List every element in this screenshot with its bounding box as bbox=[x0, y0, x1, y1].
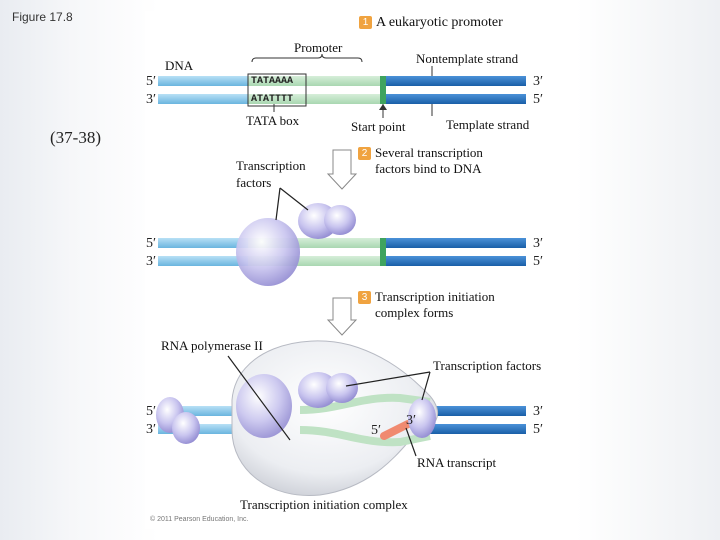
pol-leader bbox=[227, 355, 291, 441]
step-1-title: A eukaryotic promoter bbox=[376, 15, 503, 30]
step-2-badge: 2 bbox=[358, 147, 371, 160]
nontemplate-strand-label: Nontemplate strand bbox=[416, 51, 519, 66]
dna-panel-3 bbox=[156, 340, 526, 497]
initiation-complex-label: Transcription initiation complex bbox=[240, 497, 408, 512]
transcription-factors-label-2: Transcription factors bbox=[433, 358, 542, 373]
start-arrow-head bbox=[379, 104, 387, 110]
promoter-region-bottom bbox=[248, 94, 380, 104]
strand-end-3-bottom-3: 3′ bbox=[146, 422, 157, 437]
tata-sequence-bottom: ATATTTT bbox=[251, 94, 294, 105]
promoter-region-top bbox=[248, 76, 380, 86]
promoter-bracket bbox=[251, 53, 363, 63]
rna-3-prime: 3′ bbox=[406, 413, 417, 428]
dna-panel-2 bbox=[158, 187, 526, 286]
copyright: © 2011 Pearson Education, Inc. bbox=[150, 516, 249, 523]
rna-leader bbox=[405, 427, 417, 457]
rna-polymerase-label: RNA polymerase II bbox=[161, 338, 263, 353]
strand-end-3-bottom-2: 3′ bbox=[146, 254, 157, 269]
tata-box-label: TATA box bbox=[246, 113, 300, 128]
strand-end-5-top-3: 5′ bbox=[146, 404, 157, 419]
slide-reference-note: (37-38) bbox=[50, 128, 101, 147]
start-point-label: Start point bbox=[351, 119, 406, 134]
transcription-factor-tbp bbox=[236, 218, 300, 286]
strand-end-5-bottom-2: 5′ bbox=[533, 254, 544, 269]
bubble-top-strand bbox=[299, 393, 431, 414]
transcription-factors-label-line1: Transcription bbox=[236, 158, 306, 173]
strand-end-5-bottom: 5′ bbox=[533, 92, 544, 107]
bubble-bottom-strand bbox=[299, 426, 431, 447]
step-3-badge: 3 bbox=[358, 291, 371, 304]
rna-5-prime: 5′ bbox=[371, 423, 382, 438]
strand-end-5-bottom-3: 5′ bbox=[533, 422, 544, 437]
tata-box-frame bbox=[247, 73, 307, 107]
step-arrow-2 bbox=[326, 297, 358, 336]
rna-transcript bbox=[380, 420, 412, 440]
step-1-badge: 1 bbox=[359, 16, 372, 29]
tf-leader-4 bbox=[421, 371, 431, 401]
strand-end-5-top: 5′ bbox=[146, 74, 157, 89]
strand-end-3-top-2: 3′ bbox=[533, 236, 544, 251]
rna-transcript-label: RNA transcript bbox=[417, 455, 497, 470]
step-3-title-line1: Transcription initiation bbox=[375, 289, 495, 304]
step-2-title-line2: factors bind to DNA bbox=[375, 161, 482, 176]
figure-label: Figure 17.8 bbox=[12, 10, 73, 24]
transcription-factors-label-line2: factors bbox=[236, 175, 272, 190]
dna-label: DNA bbox=[165, 58, 194, 73]
step-2-title-line1: Several transcription bbox=[375, 145, 483, 160]
strand-end-3-bottom: 3′ bbox=[146, 92, 157, 107]
start-point-mark bbox=[380, 76, 386, 104]
dna-panel-1 bbox=[158, 53, 526, 118]
tf-leader-2 bbox=[279, 187, 309, 211]
template-strand-label: Template strand bbox=[446, 117, 530, 132]
promoter-label: Promoter bbox=[294, 40, 343, 55]
strand-end-3-top-3: 3′ bbox=[533, 404, 544, 419]
transcription-factor-b bbox=[324, 205, 356, 235]
downstream-bottom bbox=[386, 94, 526, 104]
tf-leader-3 bbox=[345, 371, 431, 387]
strand-end-3-top: 3′ bbox=[533, 74, 544, 89]
step-3-title-line2: complex forms bbox=[375, 305, 454, 320]
strand-end-5-top-2: 5′ bbox=[146, 236, 157, 251]
tata-sequence-top: TATAAAA bbox=[251, 76, 294, 87]
downstream-top bbox=[386, 76, 526, 86]
step-arrow-1 bbox=[326, 149, 358, 190]
tf-leader-1 bbox=[275, 187, 281, 221]
